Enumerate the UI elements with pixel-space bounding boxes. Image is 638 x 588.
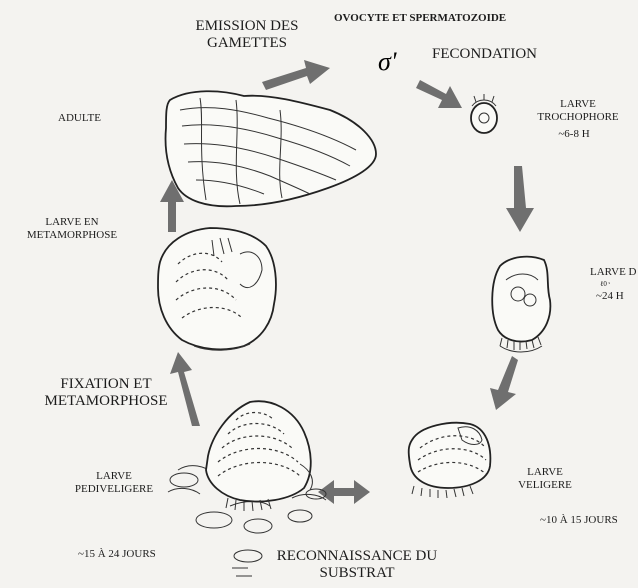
arrow-trochophore-to-larve-d xyxy=(506,166,534,232)
label-larve-d-sub: ℓ0 ˢ xyxy=(600,280,610,288)
label-trochophore: LARVE TROCHOPHORE xyxy=(522,98,634,123)
arrow-larve-d-to-veligere xyxy=(490,356,518,410)
label-trochophore-time: ~6-8 h xyxy=(544,128,604,141)
label-reconnaissance: RECONNAISSANCE DU SUBSTRAT xyxy=(262,548,452,583)
label-fixation: FIXATION ET METAMORPHOSE xyxy=(28,376,184,411)
trochophore-illustration xyxy=(471,94,497,133)
label-veligere-time: ~10 à 15 jours xyxy=(540,514,618,527)
label-adulte: ADULTE xyxy=(58,112,101,125)
label-emission: EMISSION DES GAMETTES xyxy=(182,18,312,53)
veligere-illustration xyxy=(409,423,491,498)
label-gametes: OVOCYTE et SPERMATOZOIDE xyxy=(334,12,506,25)
adult-oyster-illustration xyxy=(166,91,377,206)
metamorphose-illustration xyxy=(158,228,276,350)
gamete-symbol: σ' xyxy=(378,47,397,76)
label-pediveligere-time: ~15 à 24 jours xyxy=(78,548,156,561)
arrow-gametes-to-fecondation xyxy=(416,80,462,108)
label-fecondation: FECONDATION xyxy=(432,46,537,63)
label-metamorphose: LARVE EN METAMORPHOSE xyxy=(14,216,130,241)
label-veligere: LARVE VELIGERE xyxy=(510,466,580,491)
label-larve-d: LARVE D xyxy=(590,266,636,279)
substrate-marks xyxy=(232,550,262,576)
label-pediveligere: LARVE PEDIVELIGERE xyxy=(62,470,166,495)
arrow-adult-to-gametes xyxy=(262,60,330,90)
larve-d-illustration xyxy=(492,257,550,352)
emission-text: EMISSION DES GAMETTES xyxy=(182,18,312,53)
label-larve-d-time: ~24 h xyxy=(596,290,624,303)
